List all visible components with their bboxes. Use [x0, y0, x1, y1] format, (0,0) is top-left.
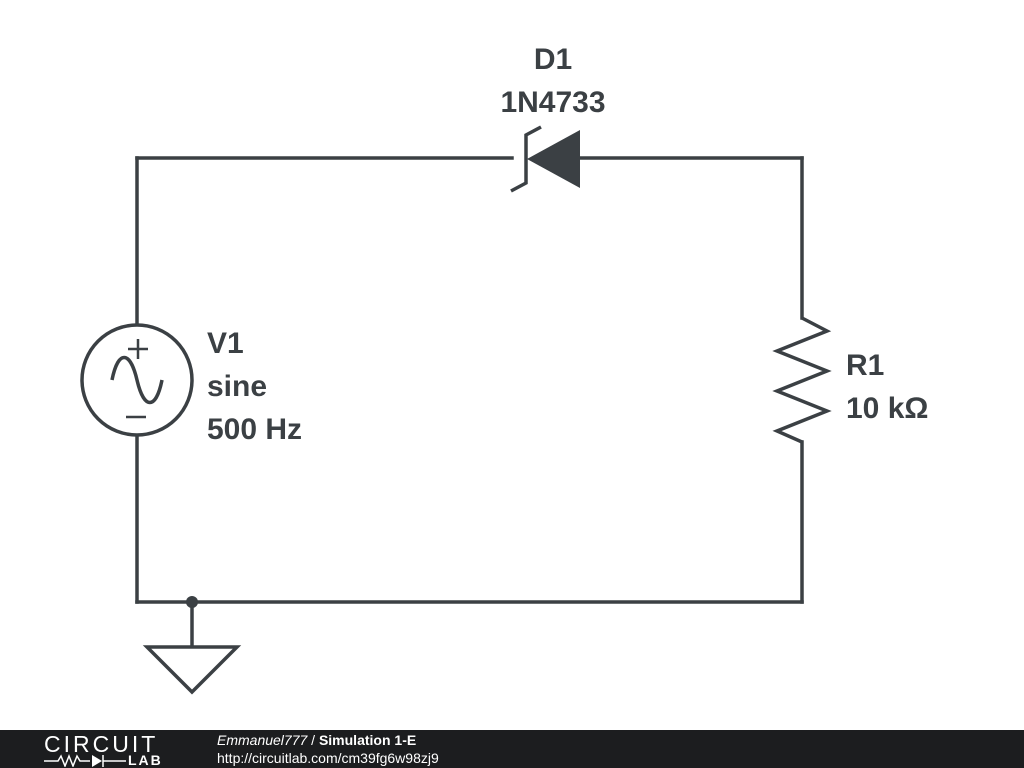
ground-symbol[interactable] [142, 645, 242, 695]
logo-text-top: CIRCUIT [44, 731, 159, 757]
resistor-value-label: 10 kΩ [846, 392, 928, 425]
sine-source-symbol[interactable] [80, 323, 194, 437]
source-freq-label: 500 Hz [207, 413, 302, 446]
circuit-meta: Emmanuel777 / Simulation 1-E http://circ… [217, 731, 439, 767]
circuitlab-logo[interactable]: CIRCUIT LAB [44, 731, 174, 768]
resistor-symbol[interactable] [772, 316, 832, 444]
plus-sign-icon [128, 339, 148, 359]
zener-cathode-bar [510, 125, 542, 193]
logo-text-bottom: LAB [128, 752, 163, 768]
circuit-url-link[interactable]: http://circuitlab.com/cm39fg6w98zj9 [217, 750, 439, 766]
source-type-label: sine [207, 370, 267, 403]
diode-ref-label: D1 [534, 43, 572, 76]
zener-diode-symbol[interactable] [510, 125, 580, 193]
footer-bar: CIRCUIT LAB Emmanuel777 / Simulation 1-E… [0, 730, 1024, 768]
meta-separator: / [307, 732, 319, 748]
circuit-schematic: D1 1N4733 V1 sine 500 Hz R1 10 kΩ [80, 43, 928, 695]
resistor-ref-label: R1 [846, 349, 884, 382]
diode-triangle [527, 130, 580, 188]
junction-dot [186, 596, 198, 608]
sine-wave-icon [110, 356, 164, 404]
logo-circuit-icon [44, 753, 126, 767]
wires [135, 156, 804, 649]
author-link[interactable]: Emmanuel777 [217, 732, 308, 748]
source-ref-label: V1 [207, 327, 244, 360]
diode-part-label: 1N4733 [500, 86, 605, 119]
circuit-title[interactable]: Simulation 1-E [318, 732, 417, 748]
